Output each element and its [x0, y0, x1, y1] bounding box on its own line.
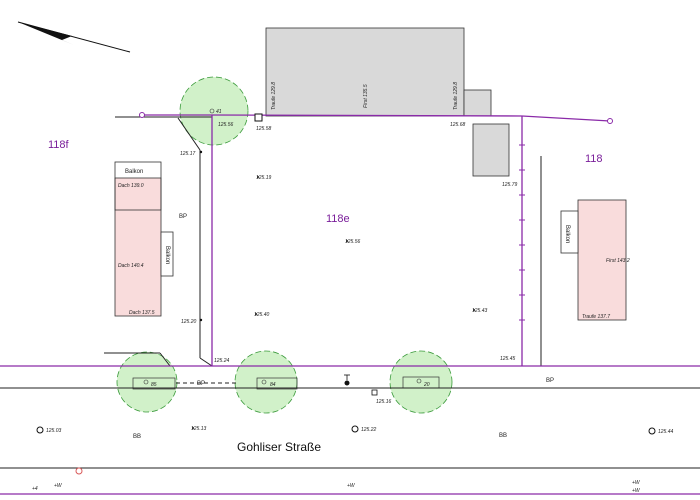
bottom-mark-4: +W [632, 480, 641, 486]
tree-85: 85 [116, 351, 178, 413]
dach-top-label: Dach 139.0 [118, 183, 144, 189]
dach-mid-label: Dach 140.4 [118, 263, 144, 269]
parcel-boundaries [0, 114, 700, 495]
bottom-mark-3: +W [347, 483, 356, 489]
marker-square-top [254, 113, 263, 122]
height-125-19: 125.19 [256, 175, 272, 181]
height-125-22: 125.22 [361, 427, 377, 433]
balkon-side-label: Balkon [164, 246, 170, 264]
street-lamp-icon [344, 374, 350, 386]
marker-square-road [371, 389, 378, 396]
height-125-24: 125.24 [214, 358, 230, 364]
balkon-right-label: Balkon [564, 225, 570, 243]
height-125-20: 125.20 [181, 319, 197, 325]
boundary-point-left [139, 112, 145, 118]
balkon-left [114, 161, 162, 211]
bottom-mark-2: +W [54, 483, 63, 489]
building-right [577, 199, 627, 321]
parcel-118f: 118f [48, 139, 70, 151]
bp-road-label: BP [197, 381, 205, 387]
traufe-left-label: Traufe 129.8 [271, 82, 277, 110]
bb-left-label: BB [133, 434, 141, 440]
first-right-label: First 143.2 [606, 258, 630, 264]
height-125-56-a: 125.56 [218, 122, 234, 128]
parcel-118e: 118e [326, 213, 350, 225]
balkon-label: Balkon [125, 169, 143, 175]
height-125-13: 125.13 [191, 426, 207, 432]
dach-bottom-label: Dach 137.5 [129, 310, 155, 316]
tree-84: 84 [234, 350, 298, 414]
parcel-118: 118 [585, 153, 603, 165]
tree-20-label: 20 [423, 382, 430, 388]
height-125-79: 125.79 [502, 182, 518, 188]
manhole-markers [36, 425, 656, 435]
small-building [472, 123, 510, 177]
building-left [114, 177, 162, 317]
street-name: Gohliser Straße [237, 440, 321, 454]
bottom-mark-1: +4 [32, 486, 38, 492]
tree-41: 41 [179, 76, 249, 146]
height-125-56-b: 125.56 [345, 239, 361, 245]
building-top-annex [463, 89, 492, 117]
height-125-45: 125.45 [500, 356, 516, 362]
height-125-16: 125.16 [376, 399, 392, 405]
height-markers [192, 150, 475, 429]
height-125-44: 125.44 [658, 429, 674, 435]
tree-41-label: 41 [216, 109, 222, 115]
bb-right-label: BB [499, 433, 507, 439]
balkon-right [560, 210, 579, 254]
traufe-right-bldg-label: Traufe 137.7 [582, 314, 610, 320]
tree-20: 20 [389, 350, 453, 414]
height-125-43: 125.43 [472, 308, 488, 314]
balkon-side [160, 231, 174, 277]
boundary-ticks [519, 144, 525, 321]
boundary-point-right [607, 118, 613, 124]
height-125-58: 125.58 [256, 126, 272, 132]
height-125-03: 125.03 [46, 428, 62, 434]
traufe-right-label: Traufe 129.8 [453, 82, 459, 110]
tree-85-label: 85 [151, 382, 157, 388]
height-125-17: 125.17 [180, 151, 196, 157]
north-arrow-icon [17, 21, 131, 53]
bottom-mark-5: +W [632, 488, 641, 494]
bp-right-label: BP [546, 378, 554, 384]
tree-84-label: 84 [270, 382, 276, 388]
boundary-point-bottom [75, 467, 83, 475]
bp-left-label: BP [179, 214, 187, 220]
height-125-40: 125.40 [254, 312, 270, 318]
first-label: First 135.5 [363, 84, 369, 108]
height-125-68: 125.68 [450, 122, 466, 128]
